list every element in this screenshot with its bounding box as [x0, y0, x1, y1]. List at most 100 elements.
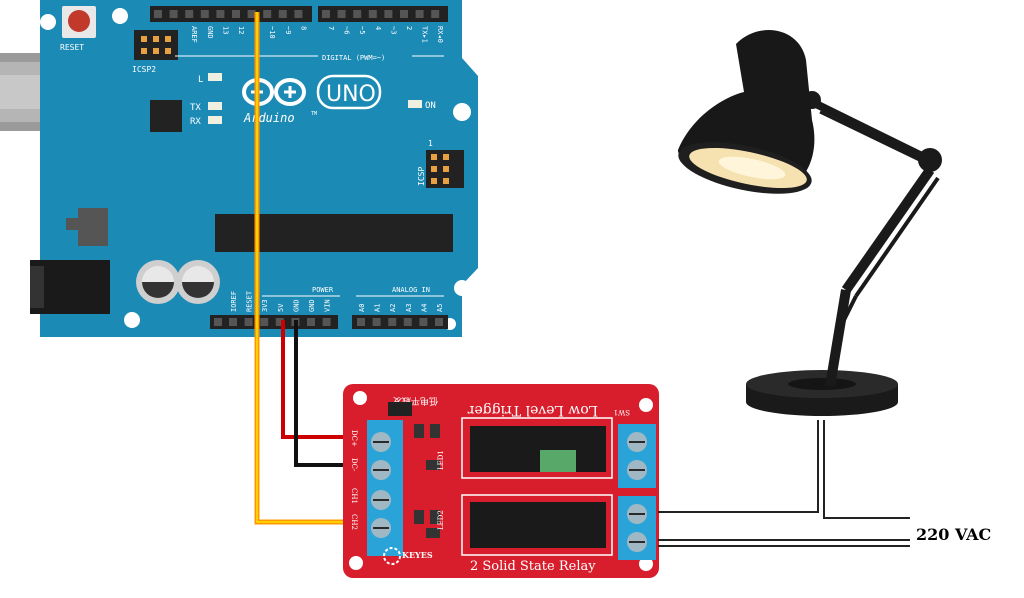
mounting-hole: [112, 8, 128, 24]
icsp-label: ICSP: [417, 167, 426, 186]
header-pin: [275, 318, 284, 326]
pin-label-ch1: CH1: [350, 488, 358, 504]
smd-component: [426, 460, 440, 470]
desk-lamp-icon: [677, 30, 942, 416]
power-pin-label: RESET: [246, 290, 254, 312]
header-pin: [419, 318, 428, 326]
header-pin: [244, 318, 253, 326]
digital-pin-label: ~6: [343, 26, 351, 34]
digital-pin-label: ~3: [389, 26, 397, 34]
digital-pin-label: 2: [405, 26, 413, 30]
mounting-hole: [124, 312, 140, 328]
header-pin: [431, 10, 440, 18]
smd-component: [426, 528, 440, 538]
header-pin: [247, 10, 256, 18]
header-pin: [337, 10, 346, 18]
power-jack: [30, 260, 110, 314]
smd-component: [430, 424, 440, 438]
solid-state-relay-module: Low Level Trigger 低电平触发 SW1 LED1 LED2: [343, 384, 659, 578]
digital-pin-label: AREF: [190, 26, 198, 43]
uno-badge: UNO: [316, 74, 382, 110]
mounting-hole: [639, 557, 653, 571]
header-pin: [368, 10, 377, 18]
analog-pin-label: A4: [420, 304, 428, 312]
digital-pin-label: 13: [221, 26, 229, 34]
pin-label-ch2: CH2: [350, 514, 358, 530]
header-pin: [322, 10, 330, 18]
power-pin-label: IOREF: [230, 291, 238, 312]
power-header: [210, 315, 338, 329]
tx-led-label: TX: [190, 103, 201, 113]
mounting-hole: [453, 103, 471, 121]
signal-wire: [254, 12, 352, 525]
keyes-logo-icon: [383, 547, 401, 565]
relay-channel-2: [461, 494, 613, 556]
header-pin: [400, 10, 408, 18]
smd-component: [414, 424, 424, 438]
led2-label: LED2: [437, 510, 445, 530]
header-pin: [214, 318, 222, 326]
gnd-wire: [294, 320, 352, 467]
l-led: [208, 73, 222, 81]
analog-label: ANALOG IN: [392, 286, 430, 294]
capacitor: [176, 260, 220, 304]
header-pin: [232, 10, 240, 18]
header-pin: [388, 318, 397, 326]
mains-voltage-label: 220 VAC: [916, 525, 991, 544]
mounting-hole: [40, 14, 56, 30]
header-pin: [403, 318, 412, 326]
power-pin-label: VIN: [324, 299, 332, 312]
voltage-regulator: [66, 208, 108, 246]
mounting-hole: [349, 556, 363, 570]
relay-brand-label: KEYES: [402, 550, 433, 560]
tx-led: [208, 102, 222, 110]
mounting-hole: [454, 280, 470, 296]
mounting-hole: [639, 398, 653, 412]
analog-pin-label: A5: [436, 304, 444, 312]
header-pin: [169, 10, 178, 18]
relay-channel-1: [461, 417, 613, 479]
vcc-wire: [281, 320, 352, 439]
digital-pin-label: 7: [327, 26, 335, 30]
reset-button: [62, 6, 96, 38]
power-pin-label: 5V: [277, 303, 285, 312]
header-pin: [278, 10, 287, 18]
header-pin: [372, 318, 381, 326]
pin-label-dc-plus: DC+: [350, 430, 358, 447]
power-pin-label: GND: [308, 299, 316, 312]
brand-label: Arduino: [243, 111, 295, 125]
digital-pin-label: TX▸1: [421, 26, 429, 43]
header-pin: [185, 10, 194, 18]
smd-component: [430, 510, 440, 524]
mounting-hole: [353, 391, 367, 405]
header-pin: [384, 10, 393, 18]
icsp2-header: [134, 30, 178, 60]
l-led-label: L: [198, 75, 203, 85]
power-pin-label: GND: [292, 299, 300, 312]
digital-pin-label: 8: [299, 26, 307, 30]
mains-wire-1: [658, 420, 910, 519]
analog-pin-label: A1: [374, 304, 382, 312]
rx-led-label: RX: [190, 117, 201, 127]
header-pin: [263, 10, 272, 18]
uno-label: UNO: [326, 82, 376, 107]
icsp-header: [426, 150, 464, 188]
analog-pin-label: A0: [358, 304, 366, 312]
header-pin: [216, 10, 225, 18]
reset-label: RESET: [60, 43, 84, 52]
analog-pin-label: A3: [405, 304, 413, 312]
header-pin: [322, 318, 331, 326]
smd-component: [414, 510, 424, 524]
input-terminal-block: [367, 420, 403, 556]
on-led-label: ON: [425, 101, 436, 111]
digital-pin-label: ~5: [358, 26, 366, 34]
digital-pin-label: RX◂0: [436, 26, 444, 43]
header-pin: [229, 318, 237, 326]
digital-pin-label: 12: [237, 26, 245, 34]
header-pin: [435, 318, 443, 326]
power-pin-label: 3V3: [261, 299, 269, 312]
rx-led: [208, 116, 222, 124]
digital-pin-label: GND: [206, 26, 214, 39]
